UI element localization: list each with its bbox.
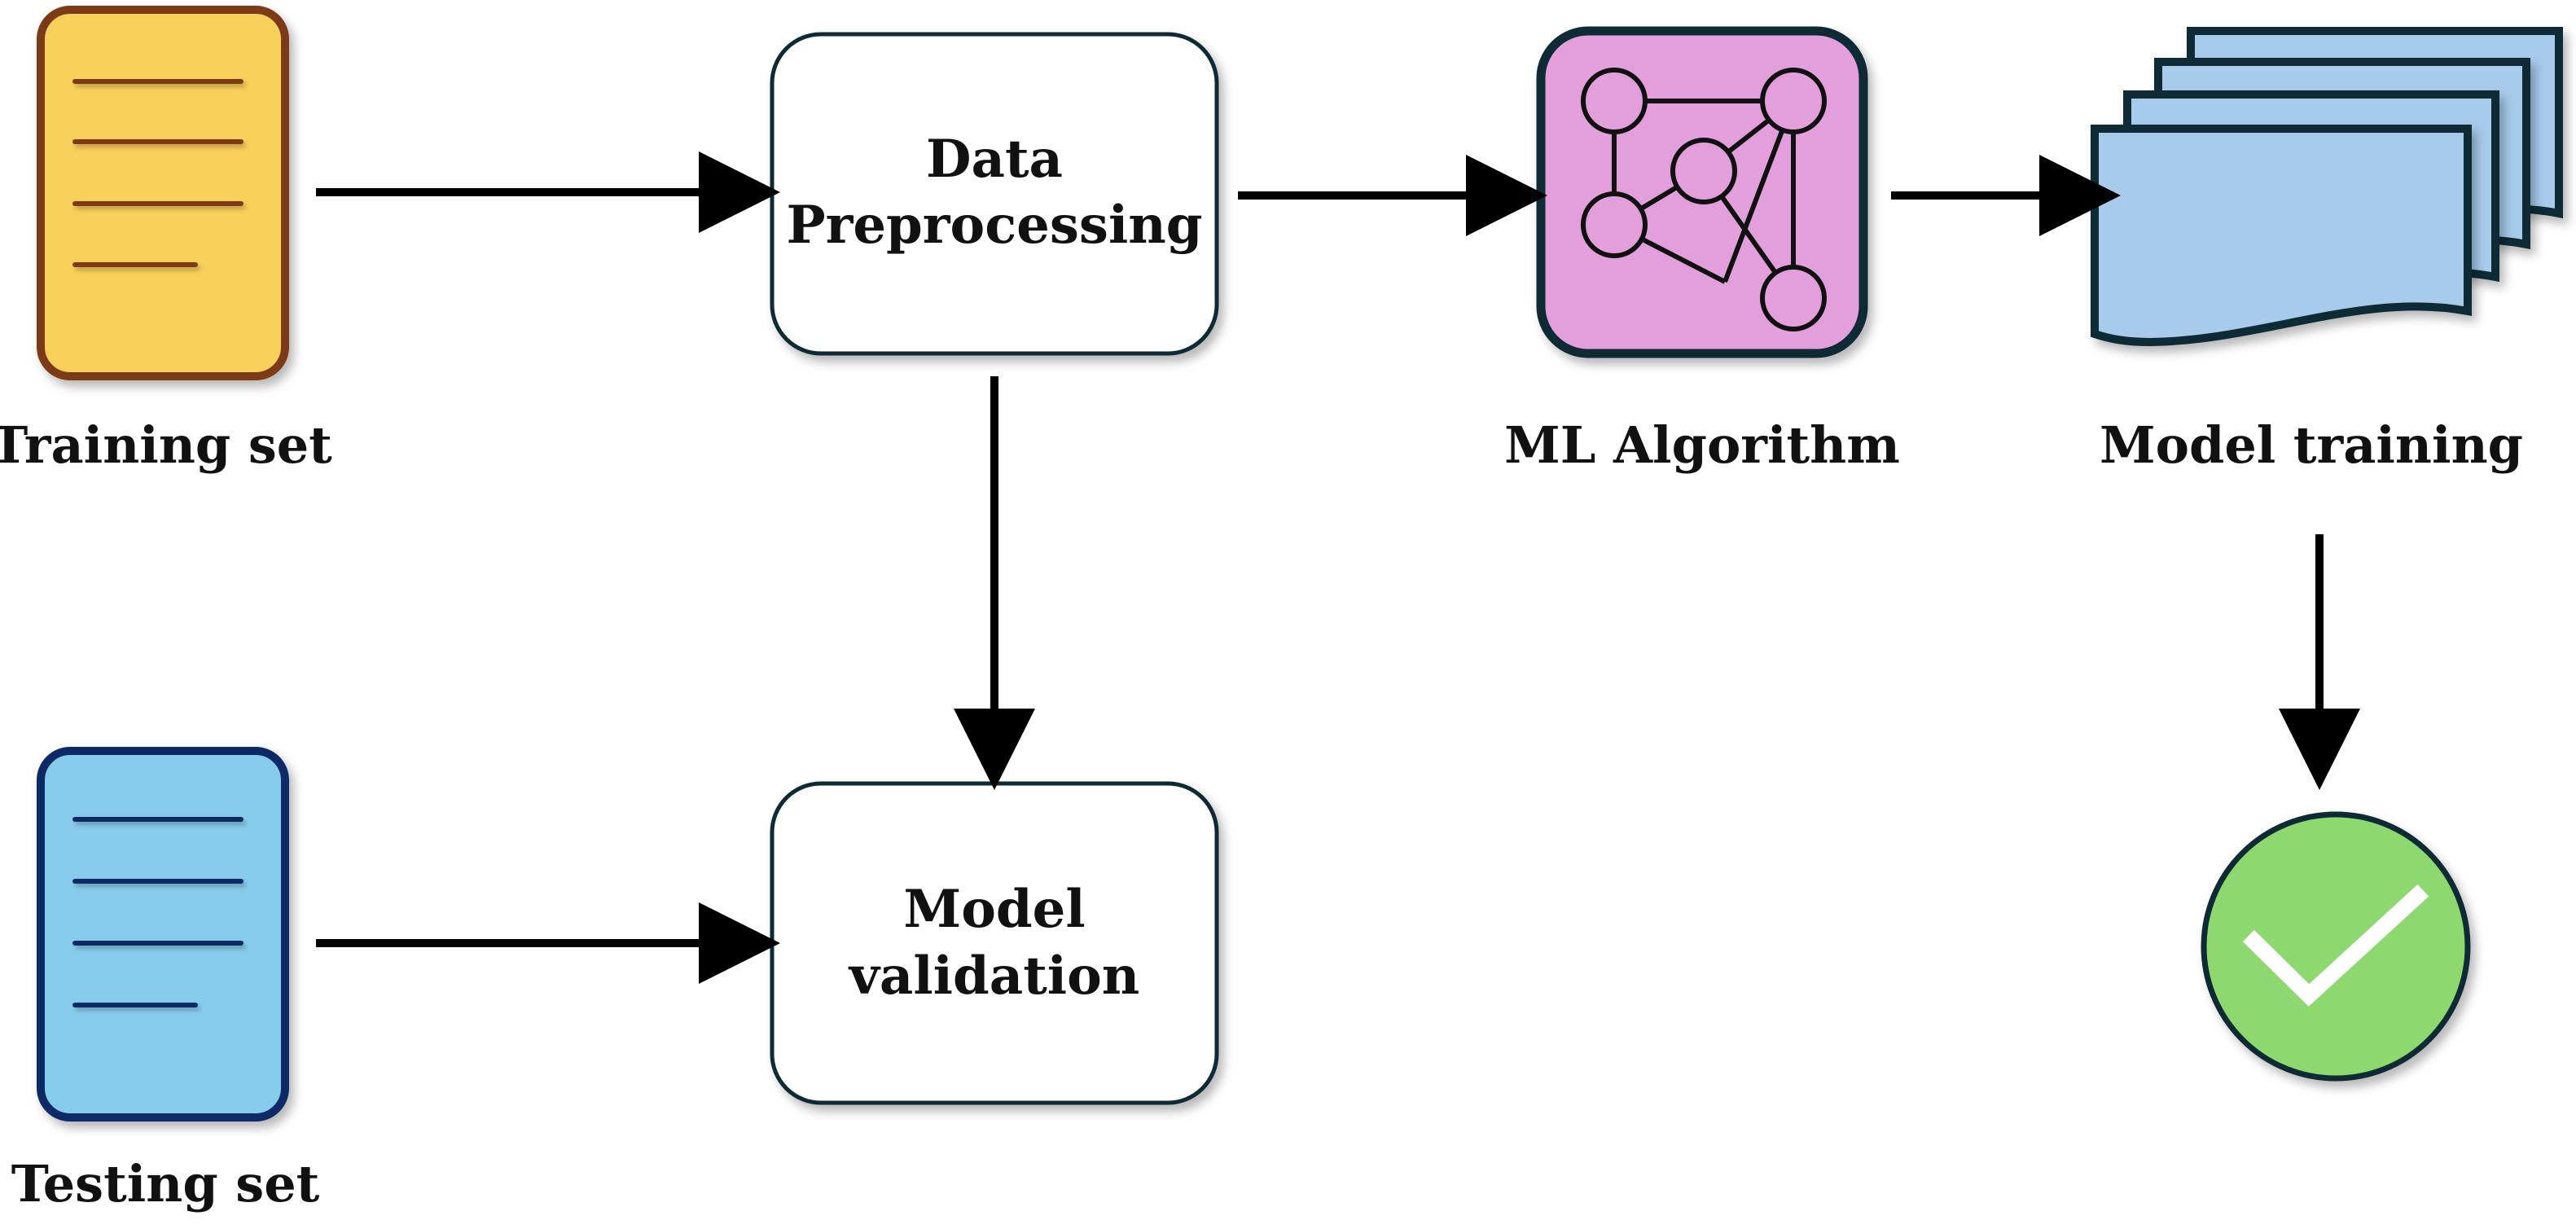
- data-preprocessing-line1: Data: [926, 129, 1063, 190]
- testing-set-document-icon: [37, 747, 289, 1121]
- training-set-document-icon: [37, 6, 289, 380]
- ml-algorithm-label: ML Algorithm: [1504, 415, 1900, 475]
- model-validation-line2: validation: [848, 946, 1140, 1007]
- model-validation-box: Model validation: [770, 781, 1219, 1105]
- data-preprocessing-box: Data Preprocessing: [770, 32, 1219, 356]
- data-preprocessing-line2: Preprocessing: [786, 195, 1202, 256]
- ml-algorithm-network-icon: [1536, 26, 1868, 358]
- checkmark-result-icon: [2201, 811, 2471, 1082]
- model-validation-line1: Model: [903, 879, 1085, 940]
- testing-set-label: Testing set: [11, 1154, 320, 1214]
- model-training-label: Model training: [2100, 415, 2523, 475]
- model-training-stacked-documents-icon: [2091, 27, 2563, 347]
- training-set-label: Training set: [0, 415, 332, 475]
